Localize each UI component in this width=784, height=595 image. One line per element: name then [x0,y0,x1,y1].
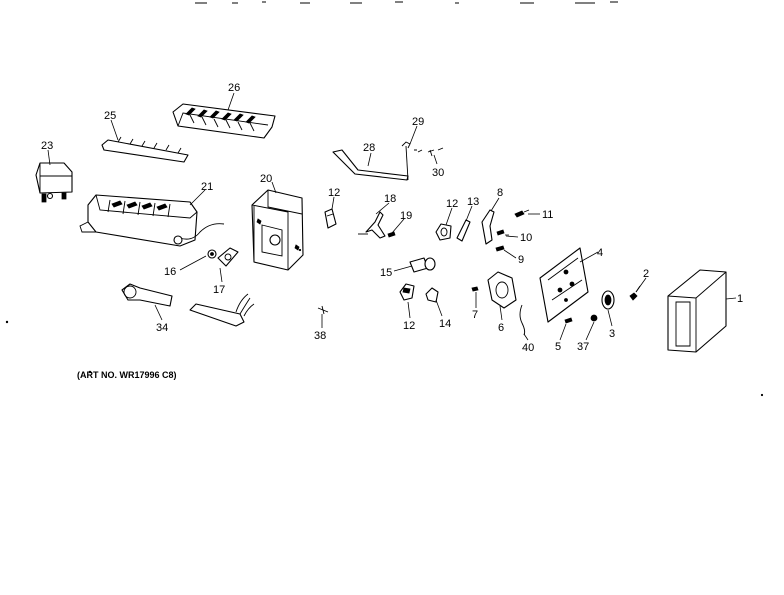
callout-7: 7 [472,309,478,321]
callout-37: 37 [577,341,589,353]
part-6-motor [487,271,517,309]
part-25-stripper [101,136,189,163]
part-40-spring [519,304,526,336]
callout-2: 2 [643,268,649,280]
callout-8: 8 [497,187,503,199]
part-13-link [456,219,471,242]
part-21-mold [79,194,225,247]
callout-20: 20 [260,173,272,185]
part-34-fill-cup [121,283,173,307]
part-17-thermostat [217,247,239,267]
part-12-switch-c [399,283,415,301]
part-26-cover [172,103,276,139]
part-4-mounting-plate [539,247,589,323]
callout-1: 1 [737,293,743,305]
callout-29: 29 [412,116,424,128]
part-15-stem [409,257,436,273]
callout-10: 10 [520,232,532,244]
part-8-lever [481,209,495,245]
callout-40: 40 [522,342,534,354]
part-3-gear [601,290,615,310]
part-16-nut [207,249,217,259]
part-9-screw [495,245,505,252]
callout-28: 28 [363,142,375,154]
part-11-screw [514,209,530,218]
part-19-screw [387,231,396,238]
part-28-shutoff-arm [332,145,409,181]
part-23-terminal [35,162,73,203]
callout-19: 19 [400,210,412,222]
part-18-lever [358,211,386,239]
part-12-bracket-b [435,223,452,241]
callout-6: 6 [498,322,504,334]
top-scan-artifacts [195,1,618,4]
part-38-clip [317,305,329,315]
callout-15: 15 [380,267,392,279]
scan-dots [5,248,764,397]
callout-26: 26 [228,82,240,94]
part-1-front-cover [667,269,727,353]
callout-labels: 26 25 23 21 20 29 28 30 12 18 19 12 13 8… [41,82,743,354]
callout-14: 14 [439,318,451,330]
callout-21: 21 [201,181,213,193]
callout-12-a: 12 [328,187,340,199]
callout-9: 9 [518,254,524,266]
callout-12-c: 12 [403,320,415,332]
part-7-screw [471,286,479,292]
part-14-clip [425,287,439,303]
callout-17: 17 [213,284,225,296]
callout-4: 4 [597,247,603,259]
part-20-housing [251,189,304,271]
callout-3: 3 [609,328,615,340]
callout-30: 30 [432,167,444,179]
callout-12-b: 12 [446,198,458,210]
art-number-caption: (ART NO. WR17996 C8) [77,370,177,380]
callout-25: 25 [104,110,116,122]
part-12-switch-a [324,208,337,229]
part-wiring-harness [189,293,255,327]
callout-5: 5 [555,341,561,353]
callout-23: 23 [41,140,53,152]
part-5-screw [564,317,573,324]
leader-lines [47,92,737,341]
callout-34: 34 [156,322,168,334]
part-29-30-spring [401,141,444,157]
part-37-screw [590,314,598,322]
callout-38: 38 [314,330,326,342]
part-10-screw [496,229,509,236]
callout-16: 16 [164,266,176,278]
callout-13: 13 [467,196,479,208]
callout-18: 18 [384,193,396,205]
callout-11: 11 [542,209,553,221]
